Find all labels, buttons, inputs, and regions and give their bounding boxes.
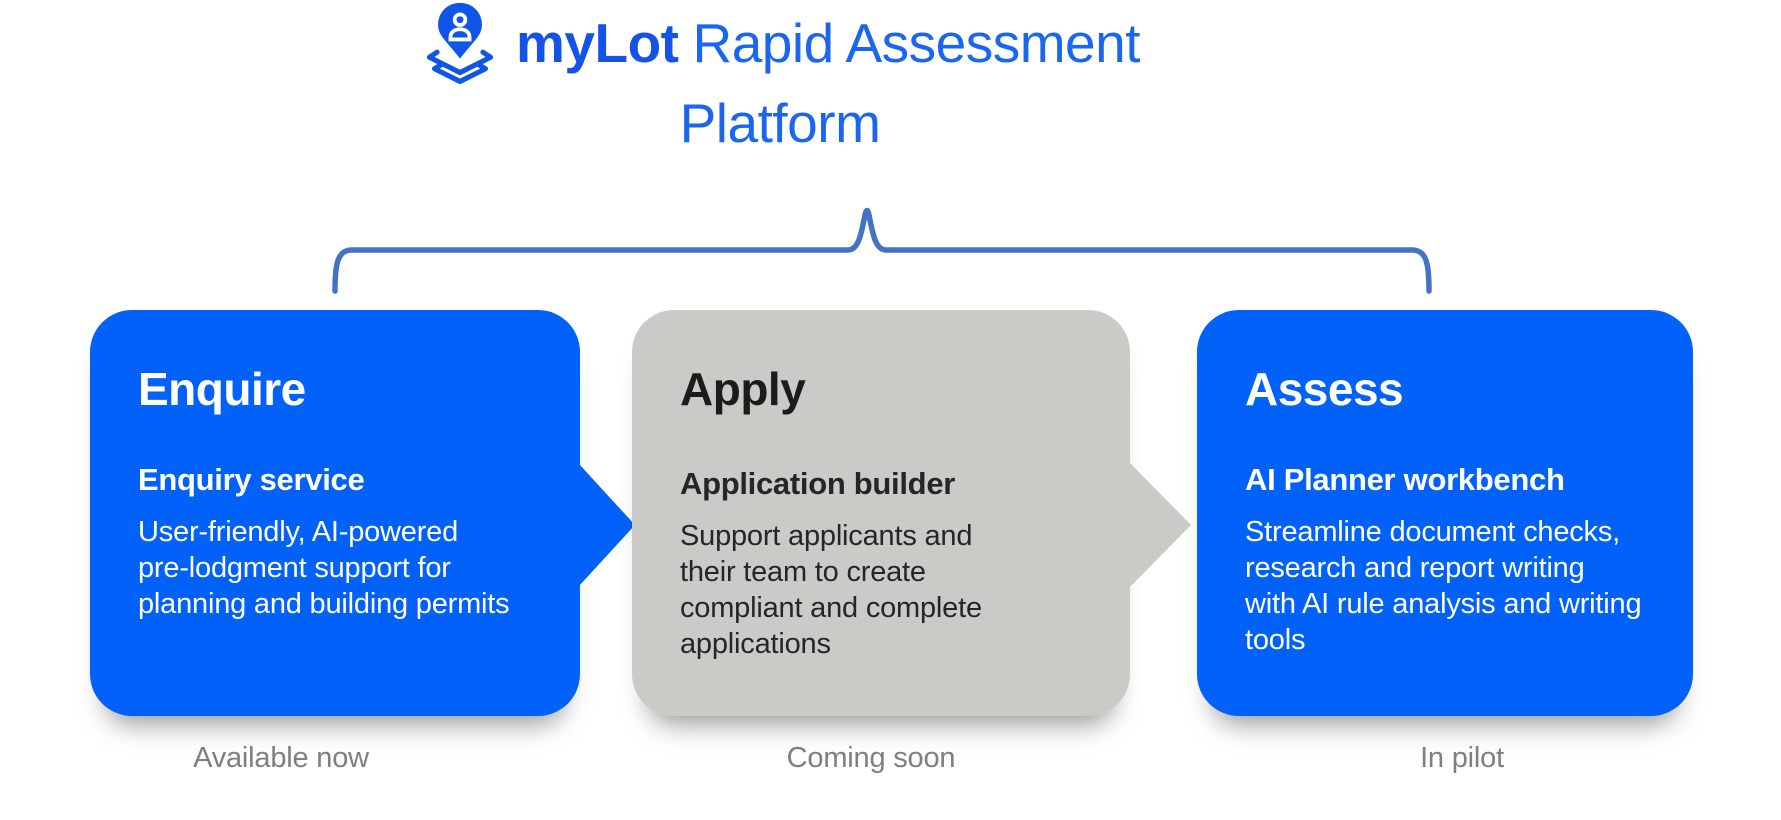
status-label-assess: In pilot: [1420, 742, 1504, 774]
card-assess-subheading: AI Planner workbench: [1245, 462, 1565, 497]
brace-connector: [332, 207, 1432, 294]
card-enquire-body: User-friendly, AI-powered pre-lodgment s…: [138, 516, 510, 620]
flow-arrow-apply-to-assess-icon: [1129, 462, 1191, 588]
card-enquire-subheading: Enquiry service: [138, 462, 365, 497]
card-apply-subheading: Application builder: [680, 466, 956, 501]
card-enquire: Enquire Enquiry service User-friendly, A…: [90, 310, 580, 716]
card-apply-body: Support applicants and their team to cre…: [680, 520, 982, 660]
card-assess-heading: Assess: [1245, 363, 1404, 415]
card-apply-heading: Apply: [680, 363, 806, 415]
map-pin-layers-icon: [420, 0, 500, 84]
card-assess-body: Streamline document checks, research and…: [1245, 516, 1642, 656]
title-text: Rapid Assessment Platform: [679, 12, 1141, 154]
status-label-enquire: Available now: [193, 742, 369, 774]
brand-name: myLot: [516, 12, 679, 74]
card-enquire-heading: Enquire: [138, 363, 306, 415]
flow-arrow-enquire-to-apply-icon: [579, 464, 635, 586]
card-assess: Assess AI Planner workbench Streamline d…: [1197, 310, 1693, 716]
card-apply: Apply Application builder Support applic…: [632, 310, 1130, 716]
status-label-apply: Coming soon: [786, 742, 956, 774]
